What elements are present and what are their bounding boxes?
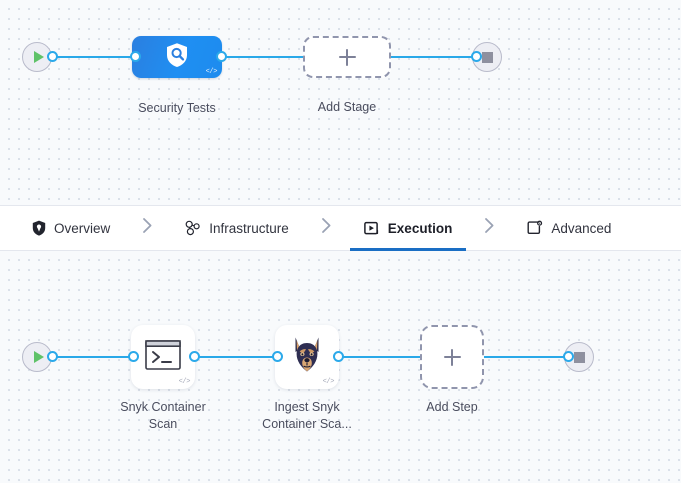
stop-icon: [573, 351, 585, 363]
connector-security-tests-to-add-stage: [219, 56, 306, 58]
connector-snyk-to-ingest: [194, 356, 278, 358]
tab-label-infrastructure: Infrastructure: [209, 220, 289, 236]
steps-end-input-port[interactable]: [563, 351, 574, 362]
stage-label-security-tests: Security Tests: [138, 101, 216, 115]
steps-end-node[interactable]: [564, 342, 594, 372]
security-tests-input-port[interactable]: [130, 51, 141, 62]
pipeline-section-tabs[interactable]: Overview Infrastructure: [0, 205, 681, 251]
node-graph-icon: [185, 220, 201, 236]
step-label-ingest-snyk-container-scan: Ingest Snyk Container Sca...: [262, 400, 352, 431]
ingest-snyk-output-port[interactable]: [333, 351, 344, 362]
tab-advanced[interactable]: Advanced: [513, 206, 625, 250]
shield-search-icon: [165, 42, 189, 73]
step-node-snyk-container-scan[interactable]: </>: [131, 325, 195, 389]
tab-label-advanced: Advanced: [551, 220, 612, 236]
stage-node-security-tests[interactable]: </>: [132, 36, 222, 78]
tab-execution[interactable]: Execution: [349, 206, 467, 251]
play-icon: [33, 351, 44, 363]
snyk-scan-output-port[interactable]: [189, 351, 200, 362]
tab-separator-1: [124, 206, 171, 250]
add-stage-label: Add Stage: [317, 100, 377, 114]
code-badge: </>: [205, 68, 218, 76]
code-badge: </>: [322, 378, 335, 386]
tab-separator-2: [303, 206, 350, 250]
connector-ingest-to-add-step: [338, 356, 422, 358]
ingest-snyk-input-port[interactable]: [272, 351, 283, 362]
connector-add-stage-to-end: [389, 56, 476, 58]
snyk-dog-icon: [290, 336, 324, 379]
play-icon: [33, 51, 44, 63]
start-output-port[interactable]: [47, 51, 58, 62]
tab-label-overview: Overview: [54, 220, 111, 236]
snyk-scan-input-port[interactable]: [128, 351, 139, 362]
steps-start-output-port[interactable]: [47, 351, 58, 362]
security-tests-output-port[interactable]: [216, 51, 227, 62]
add-step-button[interactable]: [420, 325, 484, 389]
plus-icon: [338, 48, 356, 66]
tab-separator-3: [466, 206, 513, 250]
chevron-right-icon: [484, 217, 495, 239]
end-input-port[interactable]: [471, 51, 482, 62]
step-label-snyk-container-scan: Snyk Container Scan: [120, 400, 206, 431]
chevron-right-icon: [321, 217, 332, 239]
tab-overview[interactable]: Overview: [18, 206, 124, 250]
add-step-label: Add Step: [426, 400, 478, 414]
connector-add-step-to-end: [484, 356, 568, 358]
chevron-right-icon: [142, 217, 153, 239]
code-badge: </>: [178, 378, 191, 386]
shield-pin-icon: [32, 220, 46, 236]
play-box-icon: [363, 221, 380, 236]
add-stage-button[interactable]: [303, 36, 391, 78]
tab-infrastructure[interactable]: Infrastructure: [171, 206, 303, 250]
connector-start-to-snyk-container-scan: [50, 356, 134, 358]
square-gear-icon: [527, 220, 543, 236]
stop-icon: [481, 51, 493, 63]
connector-start-to-security-tests: [50, 56, 135, 58]
tab-label-execution: Execution: [387, 220, 453, 236]
step-node-ingest-snyk-container-scan[interactable]: </>: [275, 325, 339, 389]
terminal-icon: [145, 339, 181, 375]
plus-icon: [443, 348, 461, 366]
steps-canvas[interactable]: </> Snyk Container Scan: [0, 251, 681, 483]
stages-canvas[interactable]: </> Security Tests Add Stage: [0, 0, 681, 205]
